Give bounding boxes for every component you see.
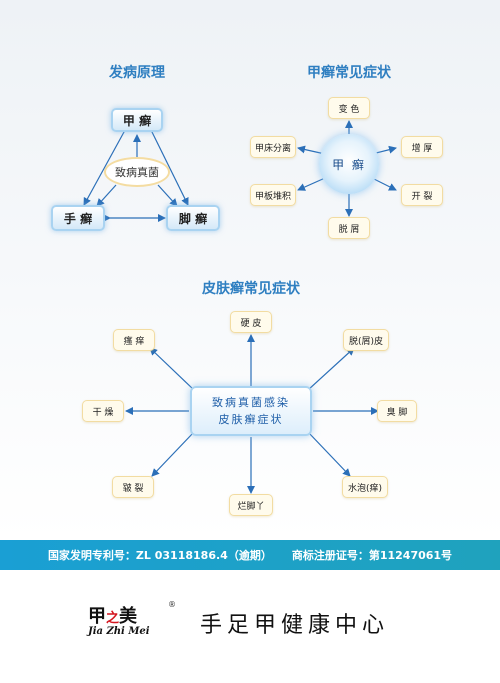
center-name: 手足甲健康中心 bbox=[200, 613, 390, 638]
arrows-layer bbox=[83, 120, 397, 494]
arrow-skin-lower-left bbox=[151, 431, 195, 477]
diagram3-title: 皮肤癣常见症状 bbox=[202, 281, 300, 297]
diagram2-title: 甲癣常见症状 bbox=[307, 65, 391, 81]
foot-fungus-node: 脚 癣 bbox=[166, 205, 220, 231]
symptom-rotten-toes: 烂脚丫 bbox=[229, 494, 273, 516]
diagram1-title: 发病原理 bbox=[109, 65, 165, 81]
arrow-top-right bbox=[145, 123, 189, 206]
hand-fungus-node: 手 癣 bbox=[51, 205, 105, 231]
symptom-nail-plate-buildup: 甲板堆积 bbox=[250, 184, 296, 206]
patent-number: 国家发明专利号：ZL 03118186.4（逾期） bbox=[47, 549, 272, 562]
arrow-skin-lower-right bbox=[307, 431, 351, 477]
symptom-peeling: 脱(屑)皮 bbox=[343, 329, 389, 351]
center-line1: 致病真菌感染 bbox=[212, 396, 290, 409]
registered-mark: ® bbox=[168, 600, 176, 609]
nail-fungus-center: 甲 癣 bbox=[319, 134, 379, 194]
arrow-nail-lower-right bbox=[371, 177, 397, 191]
symptom-chapping: 皲 裂 bbox=[112, 476, 154, 498]
arrow-skin-upper-right bbox=[307, 347, 355, 391]
diagram-area bbox=[0, 0, 500, 540]
arrow-center-left bbox=[96, 184, 117, 207]
brand-logo: 甲之美 ® Jia Zhi Mei bbox=[88, 600, 188, 652]
symptom-nail-bed-separation: 甲床分离 bbox=[250, 136, 296, 158]
trademark-number: 商标注册证号：第11247061号 bbox=[291, 549, 453, 562]
skin-fungus-center: 致病真菌感染 皮肤癣症状 bbox=[190, 386, 312, 436]
nail-fungus-node: 甲 癣 bbox=[111, 108, 163, 132]
symptom-cracking: 开 裂 bbox=[401, 184, 443, 206]
symptom-discoloration: 变 色 bbox=[328, 97, 370, 119]
logo-chinese: 甲之美 bbox=[88, 606, 138, 627]
symptom-dryness: 干 燥 bbox=[82, 400, 124, 422]
symptom-blisters: 水泡(痒) bbox=[342, 476, 388, 498]
arrow-center-right bbox=[157, 184, 178, 207]
symptom-itching: 瘙 痒 bbox=[113, 329, 155, 351]
symptom-scaling: 脱 屑 bbox=[328, 217, 370, 239]
arrow-skin-upper-left bbox=[149, 347, 195, 391]
arrow-nail-lower-left bbox=[297, 177, 326, 191]
symptom-foot-odor: 臭 脚 bbox=[377, 400, 417, 422]
patent-banner: 国家发明专利号：ZL 03118186.4（逾期） 商标注册证号：第112470… bbox=[0, 540, 500, 570]
pathogenic-fungus-node: 致病真菌 bbox=[104, 157, 170, 187]
logo-pinyin: Jia Zhi Mei bbox=[88, 626, 150, 637]
symptom-hard-skin: 硬 皮 bbox=[230, 311, 272, 333]
symptom-thickening: 增 厚 bbox=[401, 136, 443, 158]
footer: 甲之美 ® Jia Zhi Mei 手足甲健康中心 bbox=[0, 570, 500, 683]
center-line2: 皮肤癣症状 bbox=[218, 413, 284, 426]
